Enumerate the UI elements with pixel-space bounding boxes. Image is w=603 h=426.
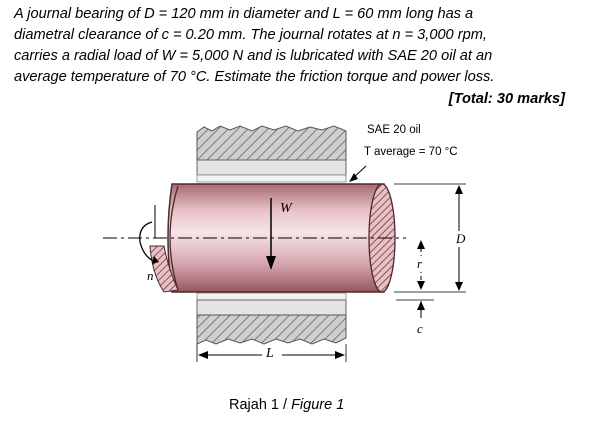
problem-line: carries a radial load of W = 5,000 N and… (14, 48, 493, 64)
problem-line: average temperature of 70 °C. Estimate t… (14, 69, 495, 85)
diameter-label: D (455, 231, 467, 247)
length-label: L (266, 346, 274, 361)
clearance-label: c (417, 321, 423, 336)
clearance-dimension (396, 299, 434, 318)
temperature-label: T average = 70 °C (364, 146, 458, 158)
caption-english: Figure 1 (291, 397, 345, 413)
problem-line: diametral clearance of c = 0.20 mm. The … (14, 27, 487, 43)
problem-line: A journal bearing of D = 120 mm in diame… (14, 6, 474, 22)
figure-caption: Rajah 1 / Figure 1 (229, 397, 344, 413)
upper-bearing (196, 125, 347, 183)
oil-label: SAE 20 oil (367, 124, 421, 136)
caption-separator: / (278, 397, 292, 413)
lower-bearing (196, 292, 347, 345)
problem-statement: A journal bearing of D = 120 mm in diame… (14, 4, 592, 88)
speed-label: n (147, 268, 154, 283)
load-label: W (280, 201, 292, 216)
length-dimension (196, 344, 347, 362)
radius-label: r (417, 256, 423, 272)
caption-malay: Rajah 1 (229, 397, 279, 413)
rotation-arrow (139, 221, 157, 263)
total-marks: [Total: 30 marks] (448, 91, 565, 107)
